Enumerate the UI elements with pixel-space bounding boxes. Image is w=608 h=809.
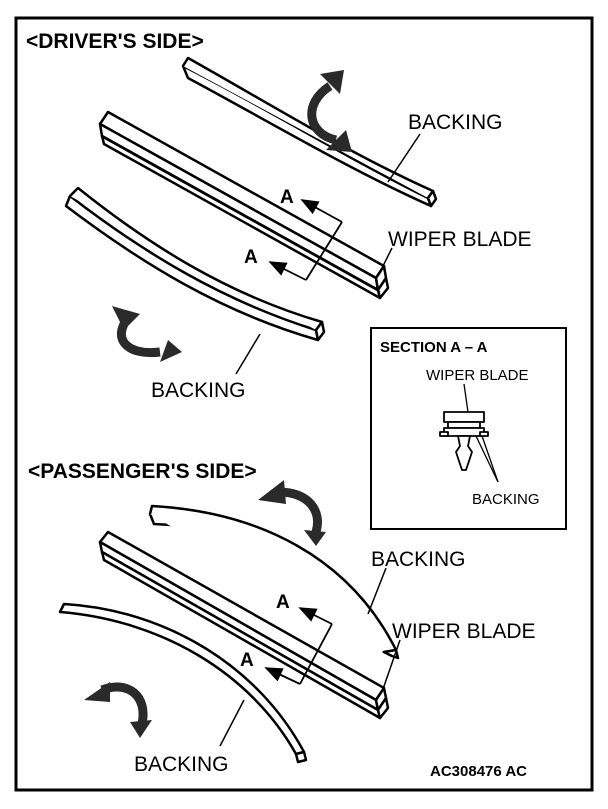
driver-wiper-blade — [98, 110, 390, 300]
section-marker-label: A — [276, 592, 290, 613]
driver-heading: <DRIVER'S SIDE> — [26, 30, 204, 53]
leader-line — [481, 435, 499, 483]
leader-line — [463, 383, 469, 413]
driver-backing-upper — [181, 56, 438, 208]
passenger-heading: <PASSENGER'S SIDE> — [28, 460, 257, 483]
passenger-backing-lower — [58, 602, 308, 764]
backing-label: BACKING — [151, 379, 246, 402]
backing-label: BACKING — [371, 548, 466, 571]
leader-line — [387, 133, 421, 183]
driver-backing-lower — [64, 186, 326, 342]
figure-id: AC308476 AC — [430, 763, 527, 780]
rotate-arrow-icon — [258, 480, 326, 546]
leader-line — [367, 567, 387, 615]
section-marker-label: A — [280, 187, 294, 208]
section-title: SECTION A – A — [380, 339, 488, 356]
leader-line — [381, 639, 401, 693]
outer-frame — [14, 16, 594, 792]
section-marker-label: A — [244, 247, 258, 268]
leader-line — [379, 247, 393, 273]
section-wiper-blade-label: WIPER BLADE — [426, 367, 529, 384]
blade-cross-section — [439, 411, 489, 471]
leader-line — [219, 699, 245, 747]
rotate-arrow-icon — [307, 70, 352, 152]
wiper-blade-label: WIPER BLADE — [388, 228, 532, 251]
driver-section-cut — [268, 199, 343, 281]
wiper-blade-label: WIPER BLADE — [392, 620, 536, 643]
rotate-arrow-icon — [112, 306, 182, 362]
section-backing-label: BACKING — [472, 491, 540, 508]
section-marker-label: A — [240, 650, 254, 671]
leader-line — [235, 333, 261, 375]
backing-label: BACKING — [408, 111, 503, 134]
passenger-backing-upper — [148, 504, 400, 660]
leader-line — [475, 435, 499, 483]
backing-label: BACKING — [134, 753, 229, 776]
passenger-section-cut — [264, 607, 333, 685]
rotate-arrow-icon — [84, 682, 152, 738]
